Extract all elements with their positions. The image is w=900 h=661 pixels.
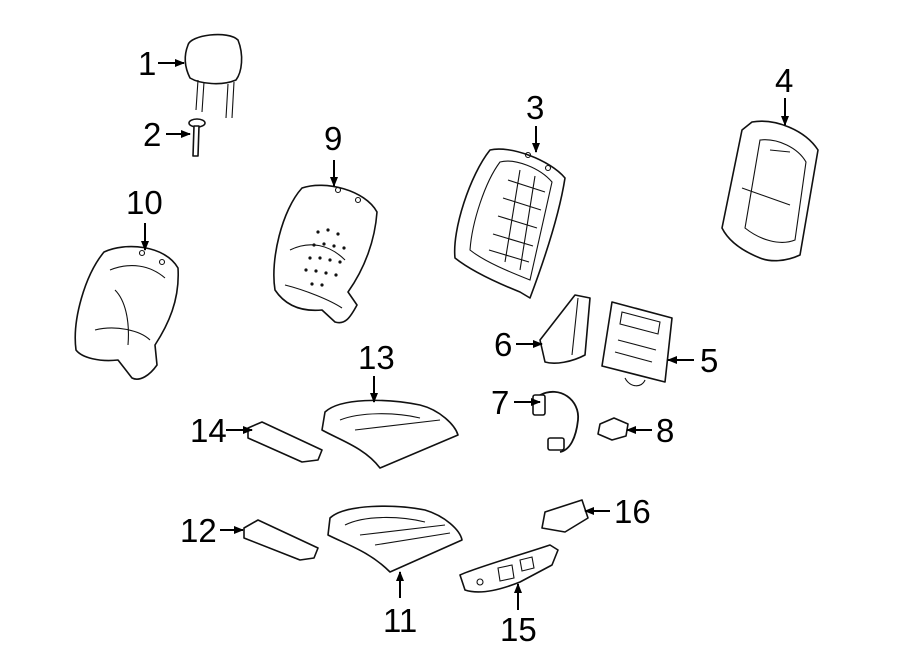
callout-16: 16	[614, 493, 651, 530]
callout-12: 12	[180, 512, 217, 549]
part-4-back-panel	[721, 120, 819, 262]
callout-7: 7	[491, 384, 509, 421]
part-7-harness	[532, 390, 579, 453]
part-9-perforated-cover	[273, 184, 378, 324]
callout-9: 9	[324, 120, 342, 157]
callout-labels: 1 2 3 4 5 6 7 8 9 10 11 12 13 14 15 16	[126, 45, 793, 648]
part-14-bolster	[247, 421, 323, 463]
callout-13: 13	[358, 339, 395, 376]
part-1-headrest	[184, 33, 243, 119]
part-16-trim-clip	[541, 499, 589, 533]
callout-6: 6	[494, 326, 512, 363]
part-6-side-trim	[539, 294, 591, 364]
callout-11: 11	[383, 602, 417, 639]
callout-8: 8	[656, 412, 674, 449]
part-8-switch	[597, 417, 629, 441]
part-13-cushion-cover	[321, 399, 459, 469]
part-2-guide-pin	[188, 118, 206, 157]
leader-arrows	[141, 59, 789, 610]
callout-5: 5	[700, 342, 718, 379]
callout-4: 4	[775, 62, 793, 99]
part-15-side-panel	[459, 544, 559, 593]
callout-14: 14	[190, 412, 227, 449]
callout-1: 1	[138, 45, 156, 82]
callout-2: 2	[143, 116, 161, 153]
part-10-back-cover	[74, 245, 179, 380]
part-12-bolster-lower	[243, 519, 319, 561]
callout-15: 15	[500, 611, 537, 648]
callout-3: 3	[526, 89, 544, 126]
perforation-dots	[304, 228, 346, 287]
callout-10: 10	[126, 184, 163, 221]
part-3-back-frame	[453, 148, 566, 299]
part-11-cushion-pad	[327, 505, 463, 573]
part-5-lumbar-support	[601, 301, 673, 387]
